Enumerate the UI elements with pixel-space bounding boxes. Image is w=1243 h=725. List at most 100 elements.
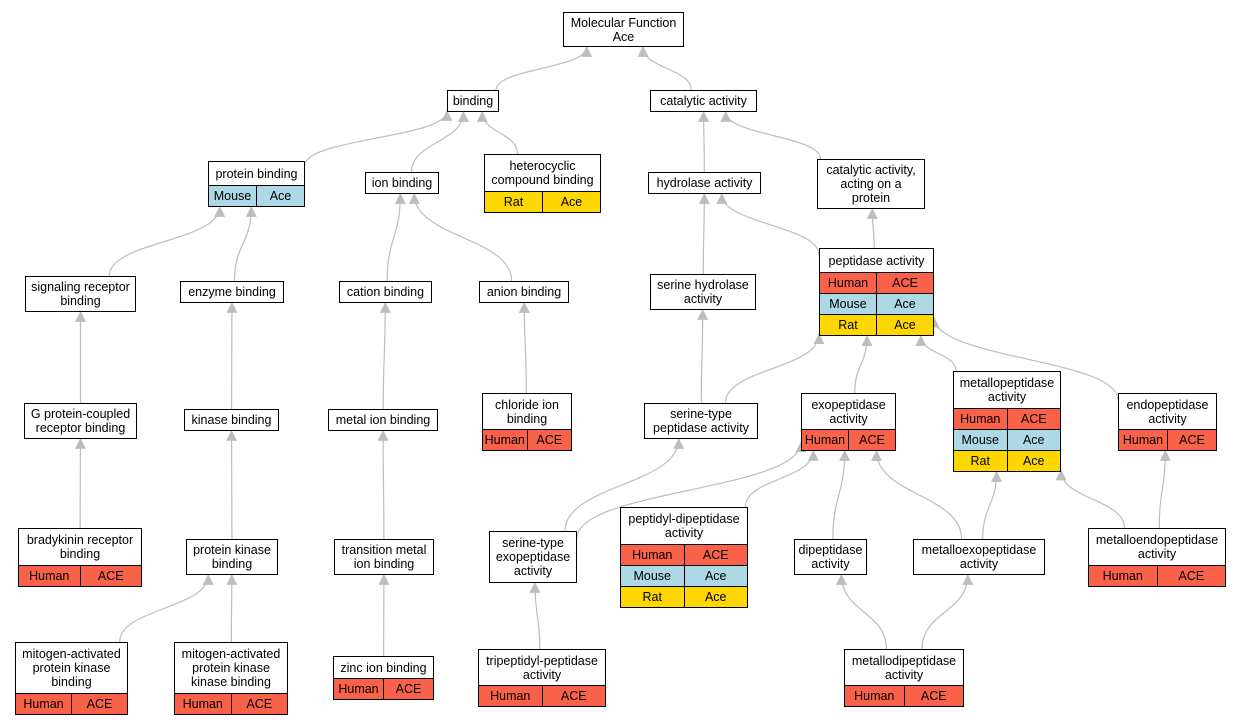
gene-cell: Ace (1006, 451, 1061, 471)
gene-cell: ACE (903, 686, 964, 706)
node-label: serine-type peptidase activity (645, 404, 757, 438)
edge-cation_binding-to-ion_binding (386, 192, 406, 282)
node-label-text: signaling receptor binding (31, 280, 130, 308)
node-mapk-binding[interactable]: mitogen-activated protein kinase binding… (15, 642, 128, 715)
gene-cell: Ace (683, 566, 748, 586)
node-label-text: protein kinase binding (193, 543, 271, 571)
node-label-text: transition metal ion binding (341, 543, 427, 571)
gene-cell: Ace (876, 315, 933, 335)
node-label: transition metal ion binding (335, 540, 433, 574)
node-gpcr-binding[interactable]: G protein-coupled receptor binding (24, 403, 137, 439)
node-serine-type-peptidase-activity[interactable]: serine-type peptidase activity (644, 403, 758, 439)
node-label: Molecular Function Ace (564, 13, 683, 46)
edge-serine_type_peptidase_activity-to-peptidase_activity (724, 333, 825, 404)
node-signaling-receptor-binding[interactable]: signaling receptor binding (25, 276, 136, 312)
edge-tripeptidyl_peptidase_activity-to-serine_type_exopeptidase_activity (529, 581, 541, 650)
node-label-text: metalloendopeptidase activity (1095, 533, 1219, 561)
node-catalytic-activity-on-protein[interactable]: catalytic activity, acting on a protein (817, 159, 925, 209)
node-serine-type-exopeptidase-activity[interactable]: serine-type exopeptidase activity (489, 531, 577, 583)
node-label: metallopeptidase activity (954, 372, 1060, 408)
edge-chloride_ion_binding-to-anion_binding (518, 301, 530, 394)
edge-serine_type_peptidase_activity-to-serine_hydrolase_activity (697, 308, 709, 404)
node-protein-kinase-binding[interactable]: protein kinase binding (186, 539, 278, 575)
node-transition-metal-ion-binding[interactable]: transition metal ion binding (334, 539, 434, 575)
node-hydrolase-activity[interactable]: hydrolase activity (648, 172, 761, 194)
node-label: metallodipeptidase activity (845, 650, 963, 685)
species-cell: Rat (642, 590, 662, 604)
edge-enzyme_binding-to-protein_binding (233, 205, 257, 282)
node-serine-hydrolase-activity[interactable]: serine hydrolase activity (650, 274, 756, 310)
edge-catalytic_activity-to-molecular_function (637, 45, 692, 91)
gene-cell: ACE (230, 694, 288, 714)
node-molecular-function[interactable]: Molecular Function Ace (563, 12, 684, 47)
node-label: catalytic activity (651, 91, 756, 111)
edge-mapkk_binding-to-protein_kinase_binding (226, 573, 238, 643)
node-label-text: ion binding (371, 176, 433, 190)
edge-metallodipeptidase_activity-to-dipeptidase_activity (835, 573, 887, 650)
node-metal-ion-binding[interactable]: metal ion binding (328, 409, 438, 431)
node-label: kinase binding (185, 410, 278, 430)
node-label-text: hydrolase activity (656, 176, 753, 190)
node-label-text: catalytic activity, acting on a protein (826, 163, 916, 205)
node-label-text: tripeptidyl-peptidase activity (486, 653, 598, 682)
node-metalloexopeptidase-activity[interactable]: metalloexopeptidase activity (913, 539, 1045, 575)
node-label: catalytic activity, acting on a protein (818, 160, 924, 208)
node-label: ion binding (366, 173, 438, 193)
node-label-text: peptidyl-dipeptidase activity (628, 512, 740, 540)
node-mapkk-binding[interactable]: mitogen-activated protein kinase kinase … (174, 642, 288, 715)
edge-metalloendopeptidase_activity-to-endopeptidase_activity (1158, 449, 1171, 529)
node-label: mitogen-activated protein kinase binding (16, 643, 127, 693)
gene-cell: ACE (1006, 409, 1061, 429)
node-label: heterocyclic compound binding (485, 155, 600, 191)
edge-metallodipeptidase_activity-to-metalloexopeptidase_activity (921, 573, 974, 650)
edge-metal_ion_binding-to-cation_binding (379, 301, 391, 410)
gene-cell: ACE (526, 430, 572, 450)
node-ion-binding[interactable]: ion binding (365, 172, 439, 194)
edge-transition_metal_ion_binding-to-metal_ion_binding (377, 429, 389, 540)
node-label-text: chloride ion binding (495, 397, 559, 426)
node-label: peptidyl-dipeptidase activity (621, 508, 747, 544)
species-cell: Human (338, 682, 379, 696)
edge-metallopeptidase_activity-to-peptidase_activity (915, 334, 957, 372)
node-dipeptidase-activity[interactable]: dipeptidase activity (794, 539, 867, 575)
node-label-text: metallodipeptidase activity (851, 653, 957, 682)
node-label: protein kinase binding (187, 540, 277, 574)
species-cell: Human (490, 689, 531, 703)
node-catalytic-activity[interactable]: catalytic activity (650, 90, 757, 112)
node-label: serine-type exopeptidase activity (490, 532, 576, 582)
node-anion-binding[interactable]: anion binding (479, 281, 569, 303)
edge-peptidase_activity-to-hydrolase_activity (716, 192, 820, 256)
edge-signaling_receptor_binding-to-protein_binding (108, 205, 226, 277)
node-label: cation binding (340, 282, 431, 302)
edge-metalloexopeptidase_activity-to-metallopeptidase_activity (982, 470, 1003, 540)
edge-endopeptidase_activity-to-peptidase_activity (928, 316, 1119, 400)
edge-dipeptidase_activity-to-exopeptidase_activity (832, 449, 851, 540)
node-kinase-binding[interactable]: kinase binding (184, 409, 279, 431)
species-cell: Mouse (213, 189, 252, 203)
edge-heterocyclic_compound_binding-to-binding (476, 110, 519, 155)
node-label: enzyme binding (181, 282, 283, 302)
edge-serine_type_exopeptidase_activity-to-serine_type_peptidase_activity (564, 437, 685, 532)
node-binding[interactable]: binding (447, 90, 499, 112)
node-cation-binding[interactable]: cation binding (339, 281, 432, 303)
node-label-text: G protein-coupled receptor binding (30, 407, 131, 435)
node-enzyme-binding[interactable]: enzyme binding (180, 281, 284, 303)
